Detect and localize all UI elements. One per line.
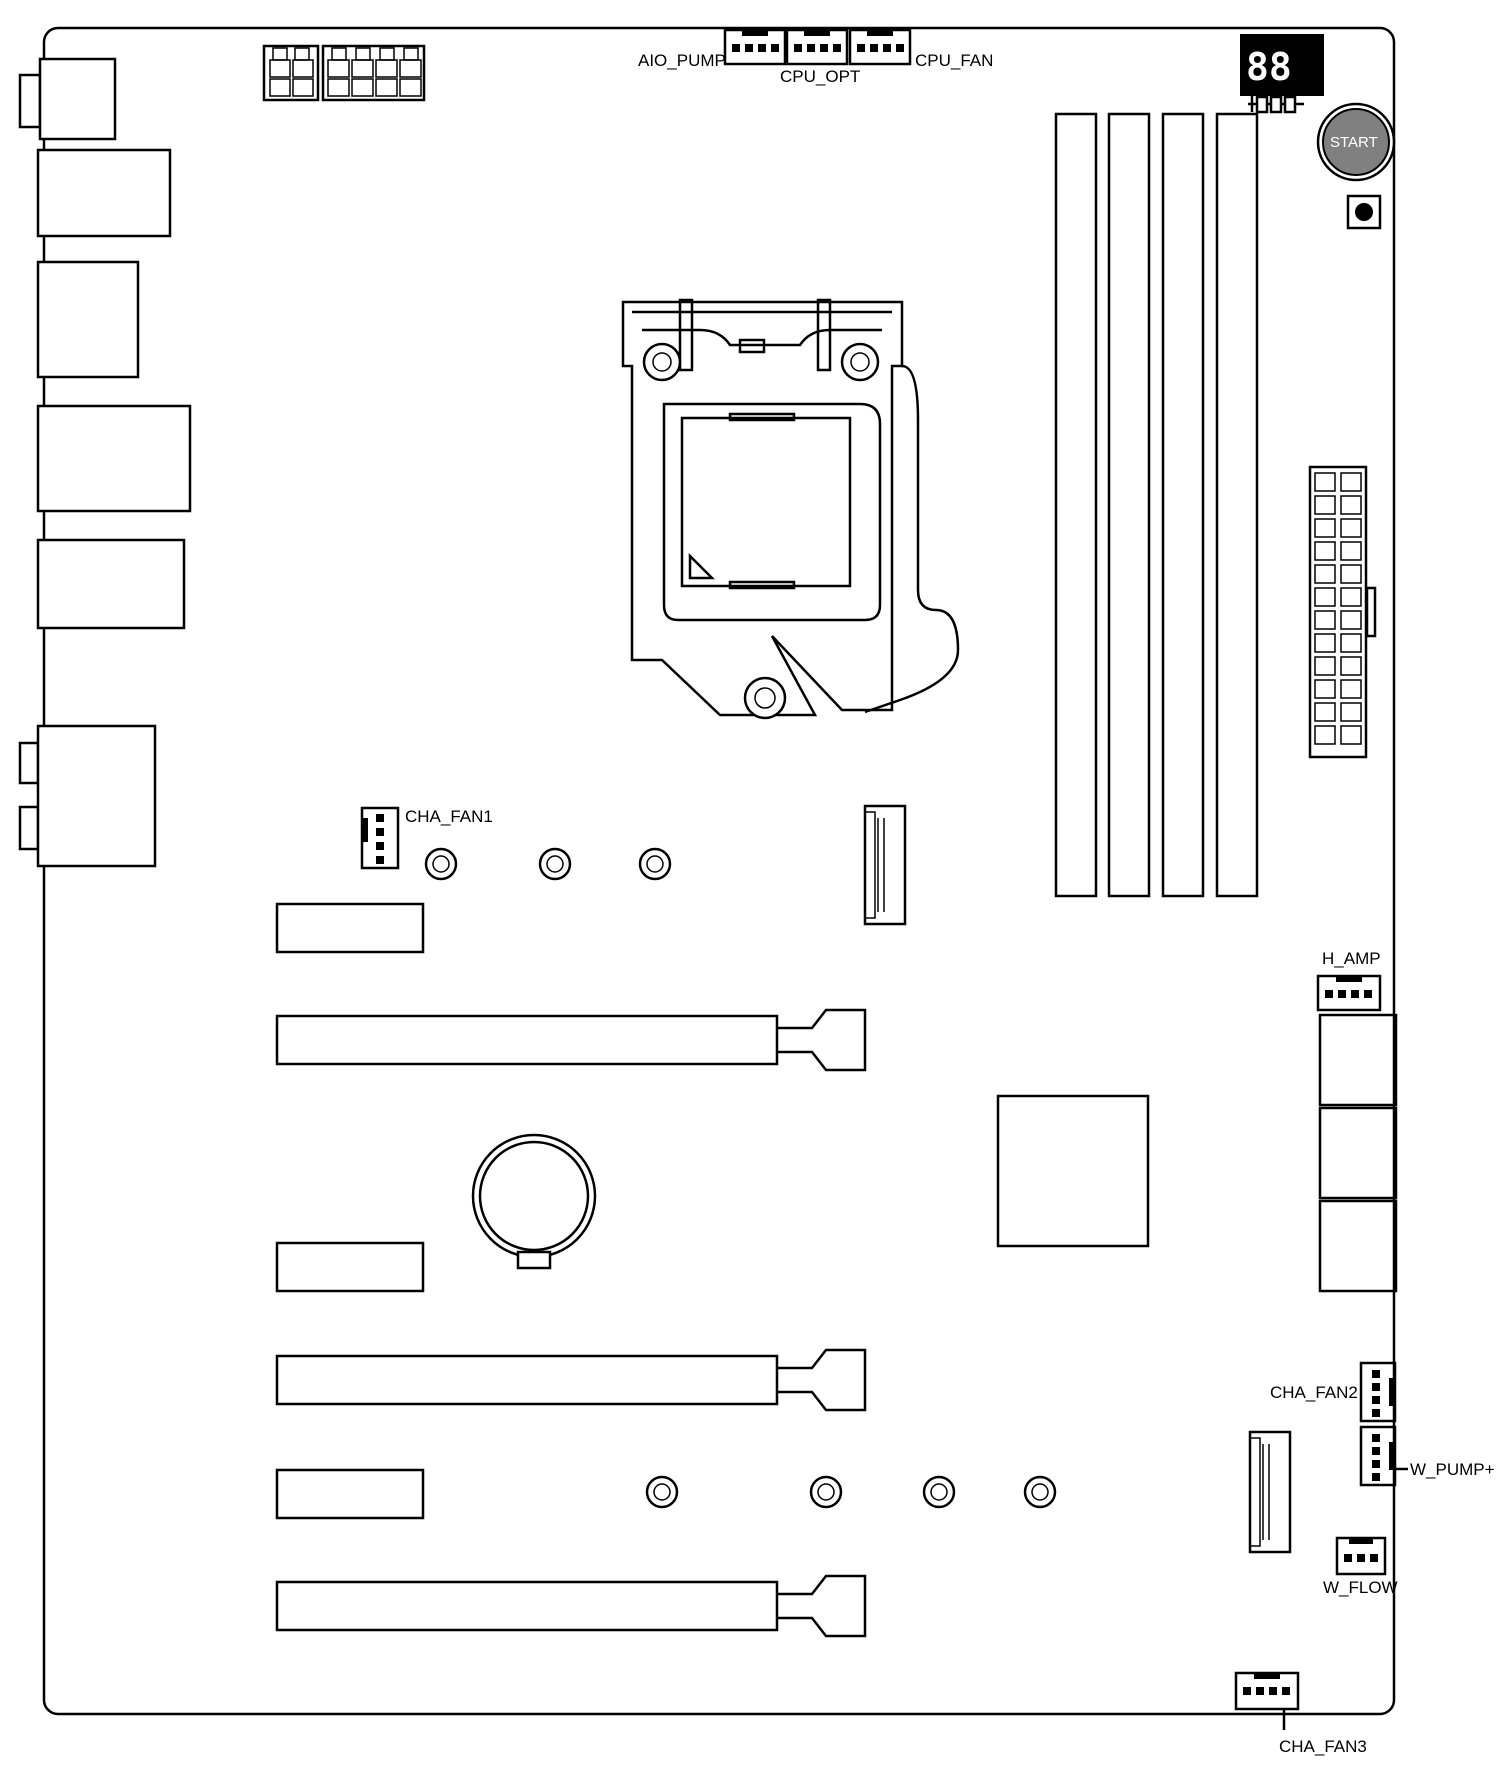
cpu-power-connectors [262, 44, 426, 102]
cpu-opt-label: CPU_OPT [780, 67, 860, 86]
pcie-x16-slot-1 [275, 1008, 867, 1072]
cha-fan3-header [1234, 1671, 1300, 1730]
pcie-x1-slot-2 [275, 1241, 425, 1293]
rear-io-ports [18, 57, 192, 868]
cpu-socket [621, 298, 960, 720]
atx-24pin-connector [1308, 465, 1377, 759]
w-pump-label: W_PUMP+ [1410, 1460, 1495, 1479]
w-pump-header [1359, 1425, 1408, 1487]
board-outline [42, 26, 1396, 1716]
aio-pump-label: AIO_PUMP [638, 51, 726, 70]
m2-connector-bottom [1248, 1430, 1292, 1554]
pcie-x16-slot-3 [275, 1574, 867, 1638]
debug-led-display: 88 [1240, 34, 1324, 114]
cha-fan2-label: CHA_FAN2 [1270, 1383, 1358, 1402]
cha-fan2-header [1359, 1361, 1397, 1423]
dimm-slots [1054, 112, 1259, 898]
cpu-fan-label: CPU_FAN [915, 51, 993, 70]
w-flow-header [1335, 1536, 1387, 1576]
cha-fan1-label: CHA_FAN1 [405, 807, 493, 826]
start-label: START [1330, 134, 1378, 151]
reset-button [1346, 194, 1382, 230]
m2-standoffs-top [424, 847, 672, 881]
chipset [996, 1094, 1150, 1248]
h-amp-label: H_AMP [1322, 949, 1381, 968]
h-amp-header [1316, 974, 1382, 1012]
m2-standoffs-bottom [645, 1475, 1057, 1509]
top-fan-headers [723, 28, 912, 66]
svg-text:88: 88 [1246, 45, 1292, 89]
cha-fan1-header [360, 806, 400, 870]
w-flow-label: W_FLOW [1323, 1578, 1398, 1597]
pcie-x1-slot-3 [275, 1468, 425, 1520]
start-button: START [1316, 102, 1396, 182]
sata-ports [1318, 1013, 1398, 1293]
pcie-x1-slot-1 [275, 902, 425, 954]
cmos-battery [471, 1133, 597, 1270]
cha-fan3-label: CHA_FAN3 [1279, 1737, 1367, 1756]
m2-connector-top [863, 804, 907, 926]
pcie-x16-slot-2 [275, 1348, 867, 1412]
